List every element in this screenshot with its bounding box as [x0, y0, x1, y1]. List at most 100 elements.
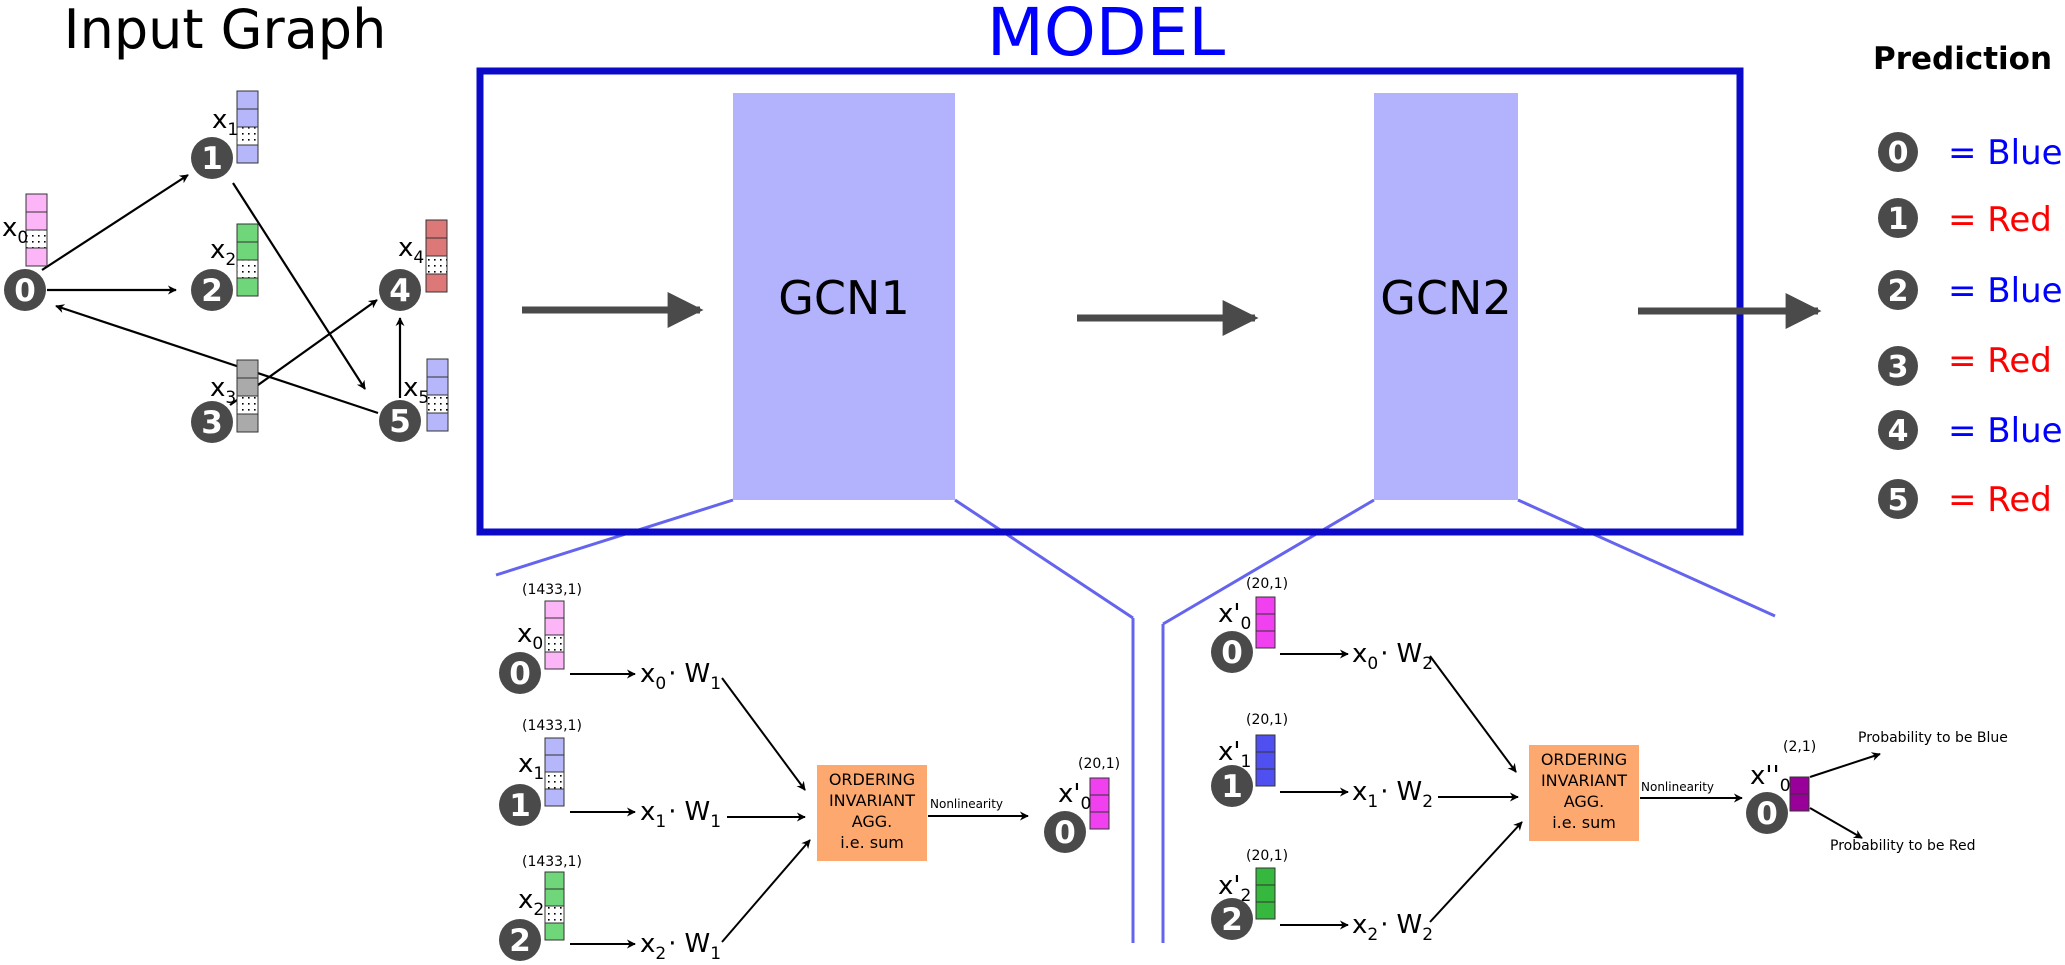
feature-vector-x4	[425, 219, 448, 293]
agg-line: INVARIANT	[829, 791, 915, 810]
arrow	[721, 677, 806, 791]
feature-vector	[1255, 734, 1276, 787]
svg-text:4: 4	[389, 273, 411, 309]
svg-text:1: 1	[1888, 202, 1909, 237]
dim-label: (1433,1)	[522, 582, 582, 598]
aggregation-box	[817, 765, 927, 861]
output-label: x''0	[1750, 761, 1791, 796]
feature-label-x5: x5	[403, 373, 429, 408]
prediction-item: 2 = Blue	[1878, 270, 2063, 311]
graph-node-3: 3	[191, 401, 233, 443]
feature-label-x1: x1	[212, 105, 238, 140]
agg-line: i.e. sum	[1552, 813, 1616, 832]
input-label: x'1	[1218, 737, 1251, 772]
svg-text:= Red: = Red	[1948, 200, 2052, 240]
agg-line: i.e. sum	[840, 833, 904, 852]
feature-label-x4: x4	[398, 233, 424, 268]
model-title: MODEL	[987, 0, 1225, 71]
graph-node-1: 1	[191, 137, 233, 179]
svg-text:1: 1	[201, 141, 223, 177]
agg-line: ORDERING	[1541, 750, 1627, 769]
svg-text:3: 3	[201, 405, 223, 441]
product-label: x0·W2	[1352, 639, 1433, 674]
detail-node: 0	[1211, 631, 1253, 673]
svg-text:0: 0	[1888, 136, 1909, 171]
feature-vector	[1255, 596, 1276, 649]
svg-text:1: 1	[1221, 769, 1243, 805]
feature-vector-x3	[236, 359, 259, 433]
prediction-item: 5 = Red	[1878, 479, 2052, 520]
agg-line: ORDERING	[829, 770, 915, 789]
prediction-item: 0 = Blue	[1878, 132, 2063, 173]
edge-0-1	[41, 174, 189, 271]
input-graph: x0 x1 x2 x3 x4 x5 0 1 2 3 4 5	[2, 90, 449, 443]
feature-label-x3: x3	[210, 373, 236, 408]
svg-text:= Red: = Red	[1948, 480, 2052, 520]
graph-node-5: 5	[379, 400, 421, 442]
output-label: x'0	[1058, 779, 1091, 814]
svg-text:4: 4	[1888, 414, 1909, 449]
edge-5-0	[55, 304, 379, 415]
detail-node: 0	[1044, 811, 1086, 853]
product-label: x1·W1	[640, 797, 721, 832]
arrow	[1429, 655, 1517, 773]
prediction-item: 4 = Blue	[1878, 410, 2063, 451]
dim-label: (20,1)	[1246, 712, 1288, 728]
graph-node-2: 2	[191, 269, 233, 311]
arrow	[721, 839, 811, 943]
funnel-line	[1517, 498, 1776, 618]
prediction-item: 3 = Red	[1878, 341, 2052, 386]
arrow	[1809, 807, 1863, 839]
detail-node: 0	[499, 652, 541, 694]
svg-text:5: 5	[389, 404, 411, 440]
detail-node: 0	[1746, 792, 1788, 834]
dim-label: (2,1)	[1783, 739, 1816, 755]
svg-text:2: 2	[201, 273, 223, 309]
input-label: x2	[518, 885, 544, 920]
input-label: x1	[518, 749, 544, 784]
arrow	[1809, 752, 1881, 778]
model-box: GCN1 GCN2	[476, 67, 1822, 943]
prediction-list: 0 = Blue 1 = Red 2 = Blue 3 = Red 4 = Bl…	[1878, 132, 2063, 520]
feature-vector	[544, 600, 565, 670]
product-label: x1·W2	[1352, 777, 1433, 812]
svg-text:= Blue: = Blue	[1948, 271, 2063, 311]
feature-vector	[1089, 777, 1110, 830]
svg-text:0: 0	[1221, 635, 1243, 671]
feature-label-x2: x2	[210, 235, 236, 270]
funnel-line	[1162, 498, 1375, 626]
feature-label-x0: x0	[2, 213, 28, 248]
dim-label: (20,1)	[1246, 848, 1288, 864]
product-label: x2·W2	[1352, 910, 1433, 945]
gcn1-detail: (1433,1) x0 0 x0·W1 (1433,1) x1 1 x1·W1 …	[499, 582, 1120, 964]
prob-red-label: Probability to be Red	[1830, 838, 1976, 854]
feature-vector	[1255, 867, 1276, 920]
svg-text:3: 3	[1888, 350, 1909, 385]
dim-label: (20,1)	[1246, 576, 1288, 592]
svg-text:= Blue: = Blue	[1948, 133, 2063, 173]
gcn2-block	[1374, 93, 1518, 500]
funnel-line	[495, 498, 734, 577]
detail-node: 1	[1211, 765, 1253, 807]
detail-node: 1	[499, 784, 541, 826]
feature-vector-x5	[426, 358, 449, 432]
svg-text:0: 0	[14, 273, 36, 309]
dim-label: (1433,1)	[522, 718, 582, 734]
svg-text:= Blue: = Blue	[1948, 411, 2063, 451]
gcn2-detail: (20,1) x'0 0 x0·W2 (20,1) x'1 1 x1·W2 (2…	[1211, 576, 2008, 945]
prob-blue-label: Probability to be Blue	[1858, 730, 2008, 746]
gcn1-label: GCN1	[778, 271, 909, 325]
svg-text:1: 1	[509, 788, 531, 824]
svg-text:= Red: = Red	[1948, 341, 2052, 381]
input-label: x'2	[1218, 871, 1251, 906]
model-frame	[476, 67, 1744, 536]
svg-text:5: 5	[1888, 483, 1909, 518]
nonlinearity-label: Nonlinearity	[930, 797, 1003, 811]
svg-text:2: 2	[1888, 274, 1909, 309]
svg-text:0: 0	[1054, 815, 1076, 851]
prediction-title: Prediction	[1873, 41, 2052, 77]
nonlinearity-label: Nonlinearity	[1641, 780, 1714, 794]
input-label: x0	[517, 619, 543, 654]
feature-vector-x0	[25, 193, 48, 267]
